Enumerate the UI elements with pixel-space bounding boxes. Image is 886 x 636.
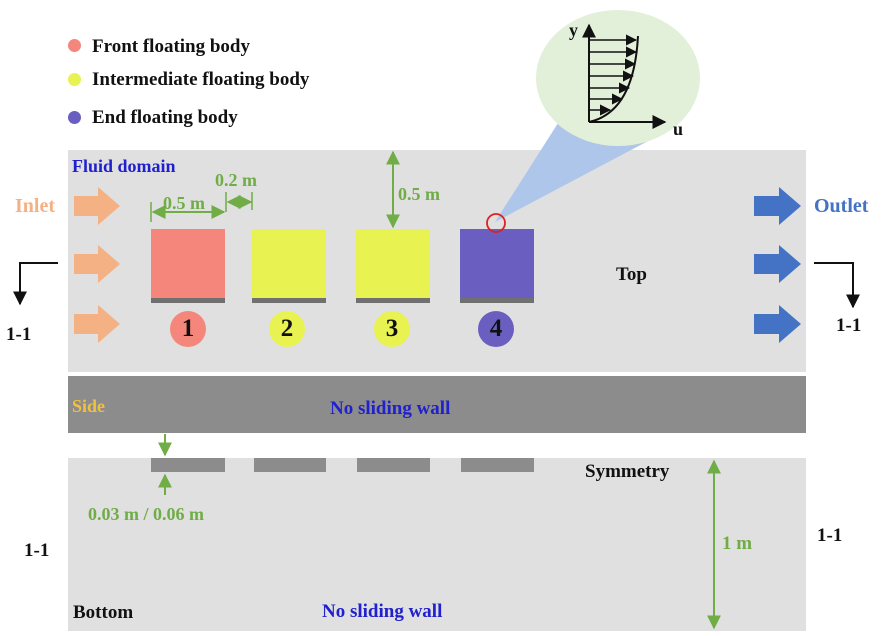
legend-label-end: End floating body — [92, 107, 238, 128]
inlet-arrows — [74, 187, 120, 343]
legend-label-front: Front floating body — [92, 36, 251, 57]
body-number-1: 1 — [170, 311, 206, 347]
profile-y-label: y — [569, 20, 578, 40]
section-cut-left — [13, 262, 58, 306]
front-floating-body — [151, 229, 225, 298]
outlet-label: Outlet — [814, 195, 869, 217]
body-draft-strips — [151, 298, 534, 303]
depth-dimension-label: 1 m — [722, 533, 753, 554]
inlet-label: Inlet — [15, 195, 55, 217]
section-cut-right — [814, 262, 860, 309]
body-number-2: 2 — [269, 311, 305, 347]
monitor-point-marker — [486, 213, 506, 233]
legend-label-intermediate: Intermediate floating body — [92, 69, 310, 90]
bottom-wall-label: No sliding wall — [322, 601, 443, 622]
top-label: Top — [616, 264, 647, 285]
width-dimension-label: 0.5 m — [163, 193, 205, 213]
height-dimension-label: 0.5 m — [398, 184, 440, 204]
profile-x-label: u — [673, 119, 684, 139]
outlet-arrows — [754, 187, 801, 343]
end-floating-body — [460, 229, 534, 298]
side-wall-strip — [68, 376, 806, 433]
fluid-domain-label: Fluid domain — [72, 156, 176, 176]
top-wall-label: No sliding wall — [330, 398, 451, 419]
bottom-label: Bottom — [73, 602, 134, 623]
intermediate-floating-body-2 — [252, 229, 326, 298]
symmetry-label: Symmetry — [585, 461, 670, 482]
section-view-label-right: 1-1 — [817, 525, 843, 546]
legend-dot-intermediate — [68, 73, 81, 86]
body-number-3: 3 — [374, 311, 410, 347]
legend-dot-end — [68, 111, 81, 124]
gap-dimension-label: 0.2 m — [215, 170, 257, 190]
section-view-label-left: 1-1 — [24, 540, 50, 561]
body-number-4: 4 — [478, 311, 514, 347]
velocity-profile-bubble — [536, 10, 700, 146]
legend-dot-front — [68, 39, 81, 52]
fluid-domain-section-view — [68, 458, 806, 631]
side-label: Side — [72, 396, 106, 416]
section-label-right: 1-1 — [836, 315, 862, 336]
draft-dimension-label: 0.03 m / 0.06 m — [88, 504, 204, 524]
section-floating-bodies — [151, 458, 534, 472]
section-label-left: 1-1 — [6, 324, 32, 345]
profile-arrows — [589, 34, 638, 116]
intermediate-floating-body-3 — [356, 229, 430, 298]
